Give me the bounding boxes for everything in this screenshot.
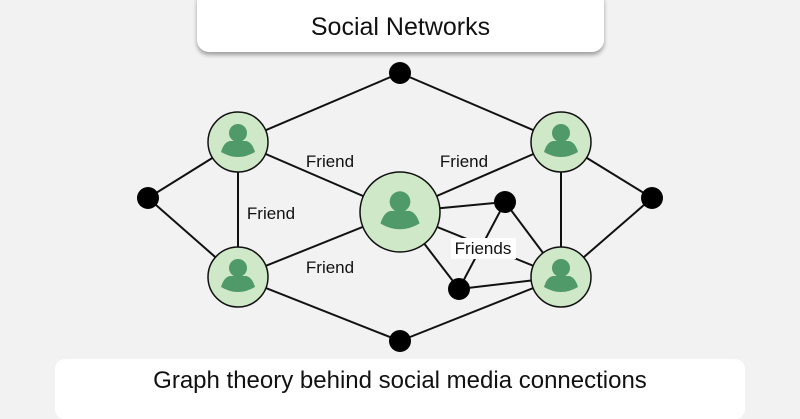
dot-node [389, 330, 411, 352]
dot-node [137, 187, 159, 209]
subtitle-banner: Graph theory behind social media connect… [55, 359, 745, 419]
dot-node [494, 191, 516, 213]
person-node [530, 111, 592, 173]
subtitle: Graph theory behind social media connect… [153, 367, 647, 394]
edge-label: Friend [247, 204, 295, 223]
dot-node [389, 62, 411, 84]
page-title: Social Networks [310, 13, 491, 41]
title-banner: Social Networks [197, 0, 604, 52]
dot-node [448, 278, 470, 300]
edge-label: Friend [306, 258, 354, 277]
person-node [530, 246, 592, 308]
edge-label: Friend [440, 152, 488, 171]
person-node [207, 111, 269, 173]
person-node [207, 246, 269, 308]
dot-node [641, 187, 663, 209]
central-person-node [359, 171, 441, 253]
network-graph: Friend Friend Friend Friend Friends [137, 62, 663, 352]
connector-dots [137, 62, 663, 352]
edge-label: Friend [306, 152, 354, 171]
edge-label: Friends [455, 239, 512, 258]
